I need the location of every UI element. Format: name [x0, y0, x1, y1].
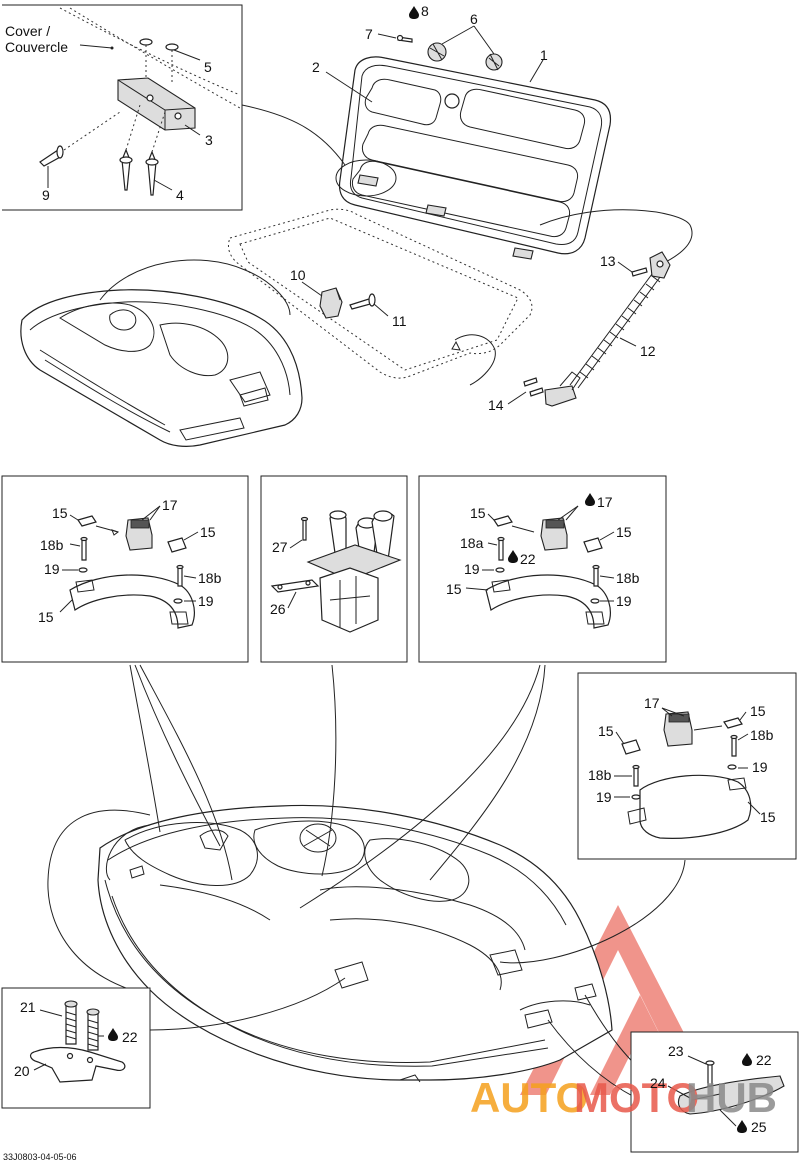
- callout-11: 11: [392, 313, 407, 329]
- callout-15: 15: [470, 505, 486, 521]
- adhesive-drop-icon: [742, 1053, 752, 1066]
- callout-18b: 18b: [750, 727, 774, 743]
- watermark-hub: HUB: [686, 1074, 777, 1121]
- callout-15: 15: [200, 524, 216, 540]
- callout-22: 22: [520, 551, 536, 567]
- callout-1: 1: [540, 47, 548, 63]
- callout-15: 15: [52, 505, 68, 521]
- watermark-text: AUTO MOTO HUB: [470, 1074, 777, 1121]
- throttle-control-box: [260, 475, 408, 663]
- callout-18b: 18b: [198, 570, 222, 586]
- callout-connector-lines: [47, 664, 686, 1101]
- storage-lid: [241, 6, 693, 266]
- handle-detail-box-center: [418, 475, 667, 663]
- adhesive-drop-icon: [409, 6, 419, 19]
- fitting-detail-box: [630, 1031, 799, 1153]
- callout-15: 15: [38, 609, 54, 625]
- callout-25: 25: [751, 1119, 767, 1135]
- callout-21: 21: [20, 999, 36, 1015]
- callout-17: 17: [644, 695, 660, 711]
- boat-main-view: [97, 804, 613, 1083]
- callout-15: 15: [616, 524, 632, 540]
- callout-19: 19: [616, 593, 632, 609]
- gas-spring-coil: [569, 269, 664, 389]
- callout-10: 10: [290, 267, 306, 283]
- callout-5: 5: [204, 59, 212, 75]
- callout-9: 9: [42, 187, 50, 203]
- callout-labels: 1 2 3 4 5 6 7 8 9 10 11 12 13 14 15 17 1…: [14, 3, 776, 1135]
- callout-17: 17: [162, 497, 178, 513]
- callout-14: 14: [488, 397, 504, 413]
- callout-3: 3: [205, 132, 213, 148]
- callout-15: 15: [760, 809, 776, 825]
- boat-overview-top: [20, 259, 303, 447]
- callout-15: 15: [750, 703, 766, 719]
- callout-18b: 18b: [616, 570, 640, 586]
- callout-22: 22: [756, 1052, 772, 1068]
- gas-spring-assembly: [301, 251, 671, 407]
- reference-code: 33J0803-04-05-06: [3, 1152, 77, 1162]
- callout-4: 4: [176, 187, 184, 203]
- watermark-moto: MOTO: [574, 1074, 699, 1121]
- adhesive-drop-icon: [508, 550, 518, 563]
- callout-24: 24: [650, 1075, 666, 1091]
- callout-18a: 18a: [460, 535, 484, 551]
- callout-19: 19: [752, 759, 768, 775]
- callout-7: 7: [365, 26, 373, 42]
- callout-19: 19: [464, 561, 480, 577]
- storage-opening-outline: [227, 208, 533, 386]
- callout-12: 12: [640, 343, 656, 359]
- callout-6: 6: [470, 11, 478, 27]
- callout-8: 8: [421, 3, 429, 19]
- callout-26: 26: [270, 601, 286, 617]
- callout-19: 19: [44, 561, 60, 577]
- adhesive-drop-icon: [585, 493, 595, 506]
- cleat-detail-box: [1, 987, 151, 1109]
- callout-22: 22: [122, 1029, 138, 1045]
- handle-detail-box-left: [1, 475, 249, 663]
- callout-19: 19: [198, 593, 214, 609]
- callout-18b: 18b: [588, 767, 612, 783]
- callout-23: 23: [668, 1043, 684, 1059]
- callout-13: 13: [600, 253, 616, 269]
- callout-18b: 18b: [40, 537, 64, 553]
- callout-15: 15: [446, 581, 462, 597]
- adhesive-drop-icon: [108, 1028, 118, 1041]
- callout-2: 2: [312, 59, 320, 75]
- cover-label-en: Cover /: [5, 23, 50, 39]
- handle-detail-box-right: [577, 672, 797, 860]
- adhesive-drop-icon: [737, 1120, 747, 1133]
- cover-hinge-detail: [2, 4, 243, 211]
- cover-label-fr: Couvercle: [5, 39, 68, 55]
- callout-17: 17: [597, 494, 613, 510]
- callout-27: 27: [272, 539, 288, 555]
- watermark-auto: AUTO: [470, 1074, 588, 1121]
- callout-15: 15: [598, 723, 614, 739]
- callout-19: 19: [596, 789, 612, 805]
- callout-20: 20: [14, 1063, 30, 1079]
